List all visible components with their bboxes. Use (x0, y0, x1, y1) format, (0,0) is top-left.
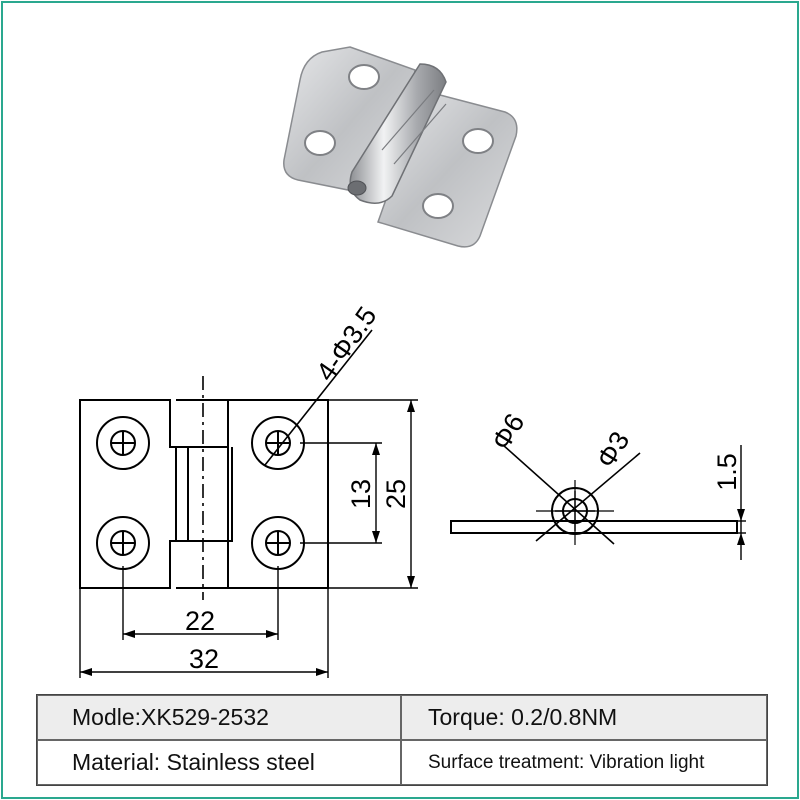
front-view-drawing (79, 329, 418, 678)
label-width-total: 32 (189, 644, 219, 674)
spec-surface: Surface treatment: Vibration light (401, 740, 767, 785)
label-height-total: 25 (381, 479, 411, 509)
hinge-photo (283, 46, 518, 248)
photo-hole-3 (462, 128, 494, 154)
spec-material: Material: Stainless steel (37, 740, 401, 785)
hole-bottom-right (251, 516, 305, 570)
label-hole-spacing-x: 22 (185, 606, 215, 636)
side-plate (450, 520, 738, 534)
label-pin-inner: Φ3 (591, 426, 636, 473)
leader-phi3 (535, 452, 641, 542)
spec-table: Modle:XK529-2532 Torque: 0.2/0.8NM Mater… (36, 694, 768, 786)
hole-bottom-left (96, 516, 150, 570)
spec-model: Modle:XK529-2532 (37, 695, 401, 740)
right-leaf-outline (228, 399, 329, 589)
label-thickness: 1.5 (712, 453, 742, 491)
photo-hole-4 (422, 193, 454, 219)
left-leaf-outline (79, 399, 177, 589)
pin-end (347, 180, 367, 196)
label-pin-outer: Φ6 (486, 408, 531, 455)
hole-leader (264, 329, 373, 466)
hole-top-left (96, 416, 150, 470)
spec-torque: Torque: 0.2/0.8NM (401, 695, 767, 740)
leader-phi6 (502, 444, 615, 545)
label-hole-spacing-y: 13 (346, 479, 376, 509)
label-holes: 4-Φ3.5 (310, 301, 382, 386)
side-view-drawing (450, 444, 746, 560)
knuckle-outline (176, 399, 229, 589)
photo-hole-2 (304, 130, 336, 156)
knuckle-window (187, 447, 233, 542)
photo-hole-1 (348, 64, 380, 90)
